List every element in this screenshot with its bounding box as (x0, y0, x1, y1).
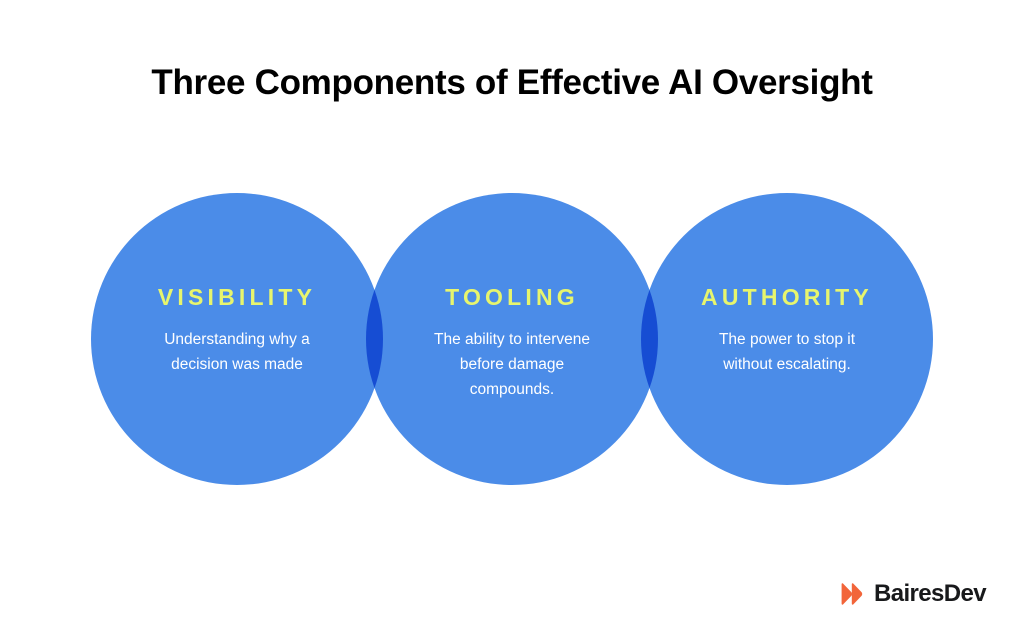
venn-heading-visibility: VISIBILITY (157, 284, 317, 310)
venn-circle-tooling (366, 193, 658, 485)
bairesdev-wordmark: BairesDev (873, 580, 987, 607)
venn-heading-authority: AUTHORITY (701, 284, 873, 310)
venn-circle-authority (641, 193, 933, 485)
bairesdev-chevrons-mark-icon (841, 583, 863, 605)
page-title: Three Components of Effective AI Oversig… (151, 63, 873, 102)
bairesdev-logo: BairesDev (840, 580, 987, 607)
venn-heading-tooling: TOOLING (445, 284, 579, 310)
venn-circle-visibility (91, 193, 383, 485)
